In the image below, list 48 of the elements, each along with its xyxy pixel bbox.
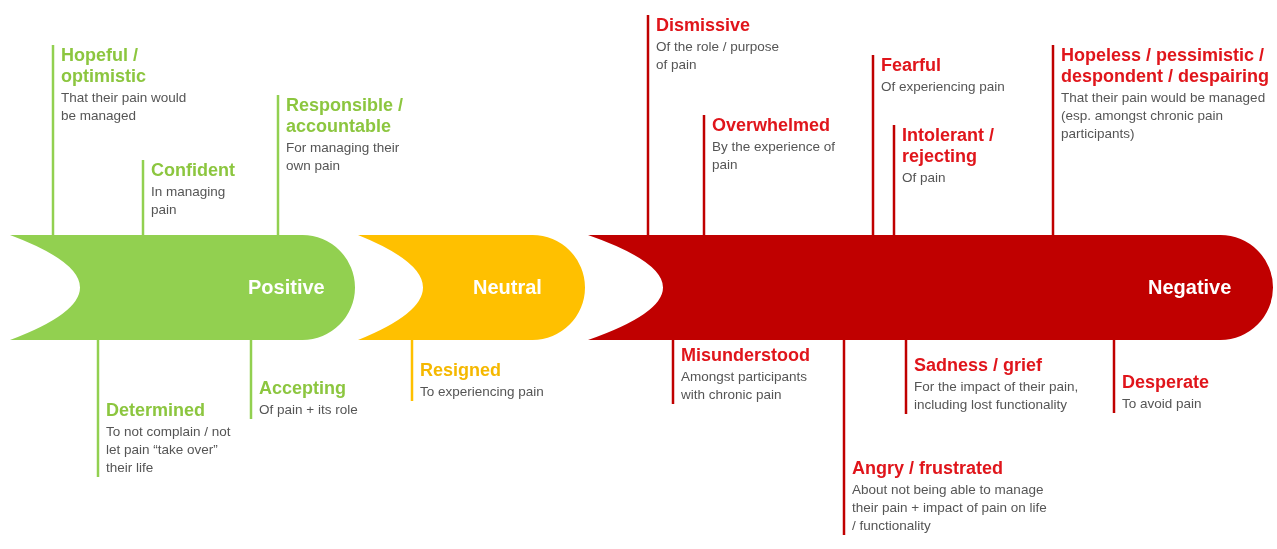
emotion-heading: Accepting xyxy=(259,378,347,399)
leader-line xyxy=(51,45,55,235)
leader-line xyxy=(1112,340,1116,413)
emotion-heading: Desperate xyxy=(1122,372,1211,393)
emotion-description: Of pain xyxy=(902,169,947,187)
emotion-heading: Resigned xyxy=(420,360,503,381)
leader-line xyxy=(410,340,414,401)
emotion-description: For managing their own pain xyxy=(286,139,401,175)
emotion-heading: Determined xyxy=(106,400,207,421)
leader-line xyxy=(904,340,908,414)
band-label: Neutral xyxy=(473,275,542,299)
leader-line xyxy=(871,55,875,235)
leader-line xyxy=(671,340,675,404)
emotion-heading: Confident xyxy=(151,160,236,181)
emotion-description: Of experiencing pain xyxy=(881,78,1006,96)
leader-line xyxy=(702,115,706,235)
emotion-heading: Misunderstood xyxy=(681,345,811,366)
leader-line xyxy=(1051,45,1055,235)
emotion-description: To experiencing pain xyxy=(420,383,545,401)
emotion-description: In managing pain xyxy=(151,183,227,219)
emotion-description: That their pain would be managed xyxy=(61,89,188,125)
emotion-heading: Responsible / accountable xyxy=(286,95,405,137)
emotion-heading: Angry / frustrated xyxy=(852,458,1005,479)
leader-line xyxy=(276,95,280,235)
emotion-heading: Fearful xyxy=(881,55,942,76)
emotion-description: Amongst participants with chronic pain xyxy=(681,368,809,404)
emotion-description: By the experience of pain xyxy=(712,138,837,174)
emotion-heading: Dismissive xyxy=(656,15,752,36)
leader-line xyxy=(646,15,650,235)
emotion-description: Of the role / purpose of pain xyxy=(656,38,781,74)
leader-line xyxy=(892,125,896,235)
emotion-description: About not being able to manage their pain + impact of pain on life / functionality xyxy=(852,481,1048,535)
leader-line xyxy=(842,340,846,535)
emotion-description: To avoid pain xyxy=(1122,395,1203,413)
emotion-description: To not complain / not let pain “take over” their life xyxy=(106,423,232,477)
emotion-heading: Hopeless / pessimistic / despondent / despairing xyxy=(1061,45,1271,87)
leader-line xyxy=(249,340,253,419)
leader-line xyxy=(141,160,145,235)
emotion-description: Of pain + its role xyxy=(259,401,359,419)
emotion-description: For the impact of their pain, including lost functionality xyxy=(914,378,1080,414)
emotion-heading: Hopeful / optimistic xyxy=(61,45,147,87)
band-label: Negative xyxy=(1148,275,1232,299)
leader-line xyxy=(96,340,100,477)
emotion-heading: Intolerant / rejecting xyxy=(902,125,995,167)
band-label: Positive xyxy=(248,275,325,299)
emotion-heading: Sadness / grief xyxy=(914,355,1044,376)
emotion-description: That their pain would be managed (esp. amongst chronic pain participants) xyxy=(1061,89,1267,143)
emotion-heading: Overwhelmed xyxy=(712,115,832,136)
